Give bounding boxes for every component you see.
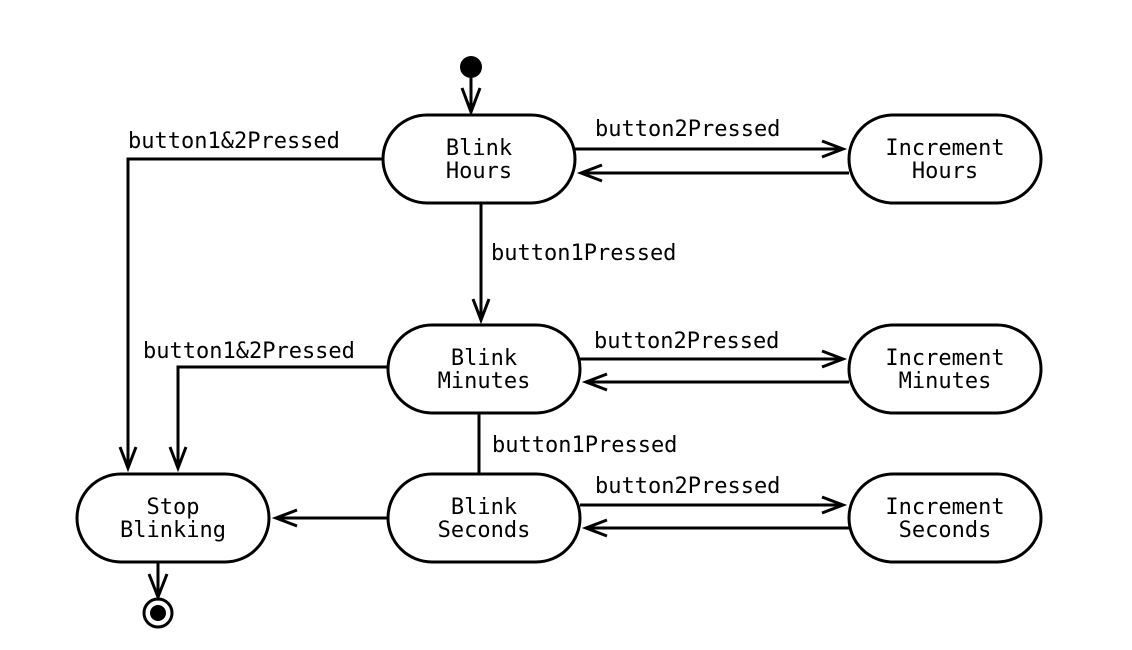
arrowhead-icon: [821, 139, 848, 159]
state-increment-minutes: Increment Minutes: [847, 323, 1043, 415]
transition-label: button1Pressed: [492, 433, 677, 458]
transition-label: button1&2Pressed: [143, 339, 355, 364]
state-label-line1: Increment: [885, 136, 1004, 161]
transition-label: button2Pressed: [595, 474, 780, 499]
final-state-icon: [142, 597, 174, 629]
state-label-line2: Blinking: [120, 518, 226, 543]
final-state-dot: [150, 605, 166, 621]
transition-label: button1Pressed: [491, 241, 676, 266]
state-label-line2: Seconds: [899, 518, 992, 543]
state-blink-minutes: Blink Minutes: [386, 323, 582, 415]
arrowhead-icon: [576, 163, 603, 183]
transition-hours-to-stop: [126, 157, 383, 468]
state-label-line2: Seconds: [438, 518, 531, 543]
state-label-line1: Increment: [885, 346, 1004, 371]
transition-minutes-to-stop: [176, 365, 388, 468]
arrowhead-icon: [460, 87, 482, 117]
state-box: [847, 113, 1043, 205]
state-increment-seconds: Increment Seconds: [847, 472, 1043, 564]
transition-label: button2Pressed: [594, 329, 779, 354]
state-blink-hours: Blink Hours: [381, 113, 577, 205]
arrowhead-icon: [271, 508, 298, 528]
state-box: [847, 472, 1043, 564]
state-label-line2: Hours: [912, 159, 978, 184]
state-increment-hours: Increment Hours: [847, 113, 1043, 205]
arrowhead-icon: [168, 446, 188, 473]
arrowhead-icon: [581, 372, 608, 392]
state-stop-blinking: Stop Blinking: [75, 472, 271, 564]
state-label-line1: Stop: [147, 495, 200, 520]
arrowhead-icon: [118, 446, 138, 473]
state-label-line1: Blink: [446, 136, 512, 161]
state-box: [847, 323, 1043, 415]
state-label-line1: Blink: [451, 346, 517, 371]
arrowhead-icon: [821, 495, 848, 515]
state-blink-seconds: Blink Seconds: [386, 472, 582, 564]
state-label-line1: Increment: [885, 495, 1004, 520]
state-label-line2: Minutes: [899, 369, 992, 394]
transition-label: button2Pressed: [595, 117, 780, 142]
state-label-line1: Blink: [451, 495, 517, 520]
state-label-line2: Hours: [446, 159, 512, 184]
state-box: [386, 323, 582, 415]
arrowhead-icon: [471, 298, 491, 325]
initial-state-icon: [460, 56, 482, 78]
arrowhead-icon: [147, 573, 169, 602]
state-box: [75, 472, 271, 564]
state-label-line2: Minutes: [438, 369, 531, 394]
transition-label: button1&2Pressed: [128, 129, 340, 154]
arrowhead-icon: [821, 349, 848, 369]
arrowhead-icon: [581, 518, 608, 538]
